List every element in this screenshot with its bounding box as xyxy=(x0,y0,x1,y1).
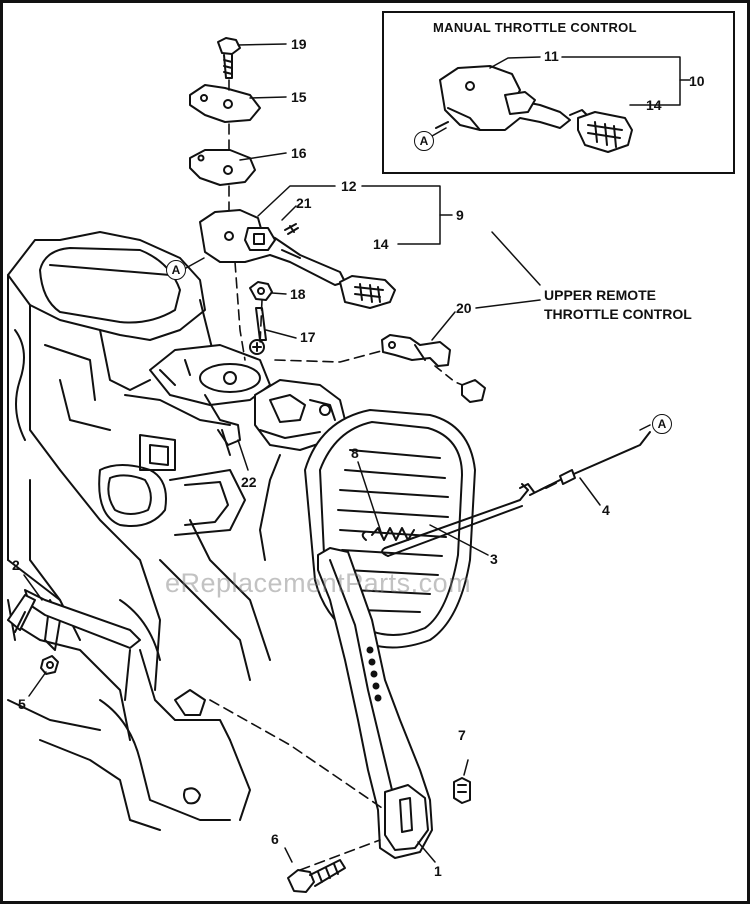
callout-7: 7 xyxy=(458,727,466,743)
upper-remote-label-line1: UPPER REMOTE xyxy=(544,287,657,303)
inset-title: MANUAL THROTTLE CONTROL xyxy=(433,20,637,35)
leader-lines xyxy=(23,43,691,863)
rod-3 xyxy=(381,483,529,557)
nut-18 xyxy=(249,281,273,301)
bolt-17 xyxy=(249,307,267,355)
cable-4 xyxy=(519,431,651,496)
watermark: eReplacementParts.com xyxy=(165,568,472,598)
connection-marker-a-governor: A xyxy=(166,260,186,280)
pedal-arm-1 xyxy=(317,547,433,859)
callout-inset-10: 10 xyxy=(689,73,705,89)
callout-17: 17 xyxy=(300,329,316,345)
inset-connection-marker-a: A xyxy=(414,131,434,151)
callout-9: 9 xyxy=(456,207,464,223)
callout-16: 16 xyxy=(291,145,307,161)
gasket-16 xyxy=(189,149,256,186)
callout-12: 12 xyxy=(341,178,357,194)
pivot-axis xyxy=(209,699,386,871)
callout-3: 3 xyxy=(490,551,498,567)
connection-marker-a-cable: A xyxy=(652,414,672,434)
upper-remote-label-line2: THROTTLE CONTROL xyxy=(544,306,692,322)
callout-19: 19 xyxy=(291,36,307,52)
callout-6: 6 xyxy=(271,831,279,847)
callout-21: 21 xyxy=(296,195,312,211)
clip-7 xyxy=(453,777,471,804)
bolt-19 xyxy=(217,37,241,79)
nut-5 xyxy=(40,655,59,675)
assembly-axis xyxy=(228,79,386,363)
manual-throttle-parts xyxy=(435,65,633,153)
callout-15: 15 xyxy=(291,89,307,105)
bracket-20 xyxy=(381,334,486,403)
plate-15 xyxy=(189,84,261,123)
callout-14: 14 xyxy=(373,236,389,252)
callout-1: 1 xyxy=(434,863,442,879)
screw-21 xyxy=(284,223,299,235)
callout-18: 18 xyxy=(290,286,306,302)
callout-20: 20 xyxy=(456,300,472,316)
spring-8 xyxy=(361,527,415,541)
callout-22: 22 xyxy=(241,474,257,490)
callout-inset-14: 14 xyxy=(646,97,662,113)
manual-throttle-inset xyxy=(382,11,735,174)
throttle-plate-12 xyxy=(199,209,346,286)
lever-2 xyxy=(7,589,141,649)
engine-block xyxy=(7,231,271,831)
callout-5: 5 xyxy=(18,696,26,712)
callout-inset-11: 11 xyxy=(544,48,559,64)
callout-2: 2 xyxy=(12,557,20,573)
bolt-6 xyxy=(287,859,346,893)
callout-4: 4 xyxy=(602,502,610,518)
connector-14 xyxy=(339,275,396,309)
callout-8: 8 xyxy=(351,445,359,461)
